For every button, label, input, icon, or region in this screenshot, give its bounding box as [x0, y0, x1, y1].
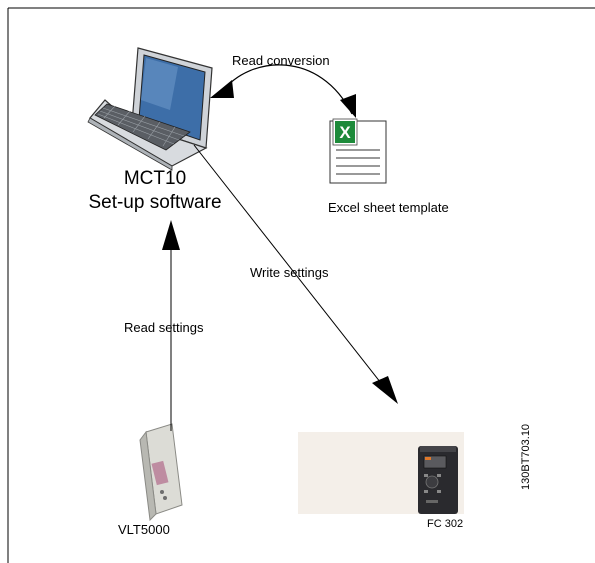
vlt5000-label: VLT5000: [118, 522, 170, 537]
fc302-drive-icon: [298, 432, 464, 514]
read-conversion-arrowhead-end: [340, 94, 356, 118]
excel-document-icon: X: [329, 118, 387, 184]
software-title-line2: Set-up software: [88, 192, 222, 213]
svg-text:X: X: [339, 123, 351, 142]
write-settings-arrowhead: [372, 376, 398, 404]
read-settings-arrowhead: [162, 220, 180, 250]
laptop-icon: [87, 47, 213, 171]
read-conversion-arrow: [221, 64, 353, 115]
fc302-label: FC 302: [427, 518, 464, 530]
vlt5000-drive-icon: [139, 423, 183, 522]
read-settings-label: Read settings: [124, 320, 204, 335]
software-title-line1: MCT10: [123, 168, 187, 189]
read-conversion-arrowhead-start: [210, 80, 234, 98]
figure-id-label: 130BT703.10: [520, 423, 532, 490]
read-conversion-label: Read conversion: [232, 53, 330, 68]
write-settings-line: [193, 144, 389, 393]
write-settings-label: Write settings: [250, 265, 329, 280]
excel-label: Excel sheet template: [328, 200, 449, 215]
